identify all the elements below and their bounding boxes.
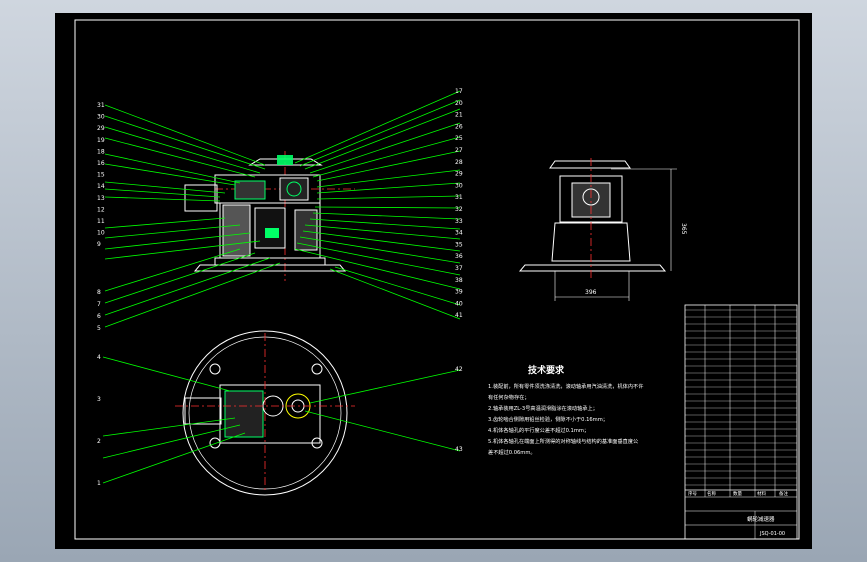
title-block-header: 名称 [707, 490, 716, 497]
part-balloon: 6 [97, 313, 101, 320]
part-balloon: 16 [97, 160, 105, 167]
tech-req-line-3: 2.轴承装用ZL-3号高温润滑脂涂在滚动轴承上； [488, 404, 598, 412]
part-balloon: 10 [97, 230, 105, 237]
part-balloon: 34 [455, 230, 463, 237]
drawing-name: 蜗轮减速器 [747, 515, 775, 523]
tech-req-line-4: 3.齿轮啮合侧隙用铅丝检验，侧隙不小于0.16mm； [488, 415, 608, 423]
leaders-plan [102, 356, 461, 484]
part-balloon: 17 [455, 88, 463, 95]
tech-req-line-5: 4.机体各轴孔的平行度公差不超过0.1mm； [488, 426, 589, 434]
drawing-number: JSQ-01-00 [759, 531, 785, 537]
part-balloon: 14 [97, 183, 105, 190]
part-balloon: 20 [455, 100, 463, 107]
part-balloon: 42 [455, 366, 463, 373]
part-balloon: 30 [455, 182, 463, 189]
part-balloon: 31 [455, 194, 463, 201]
part-balloon: 31 [97, 102, 105, 109]
title-block [684, 304, 798, 540]
tech-requirements-title: 技术要求 [528, 364, 565, 376]
part-balloon: 39 [455, 289, 463, 296]
plan-view [175, 330, 355, 496]
drawing-sheet: 技术要求 1.装配前，所有零件须洗涤清洗，滚动轴承用汽油清洗，机体内不许 有任何… [55, 13, 812, 549]
part-balloon: 29 [97, 125, 105, 132]
part-balloon: 11 [97, 218, 105, 225]
part-balloon: 41 [455, 312, 463, 319]
title-block-header: 备注 [779, 490, 788, 497]
part-balloon: 43 [455, 446, 463, 453]
part-balloon: 15 [97, 172, 105, 179]
part-balloon: 7 [97, 301, 101, 308]
part-balloon: 30 [97, 114, 105, 121]
part-balloon: 27 [455, 147, 463, 154]
part-balloon: 18 [97, 148, 105, 155]
dimension-height: 365 [680, 223, 687, 235]
part-balloon: 4 [97, 354, 101, 361]
part-balloon: 21 [455, 112, 463, 119]
title-block-headers: 序号 名称 数量 材料 备注 [688, 490, 788, 497]
part-balloon: 32 [455, 206, 463, 213]
part-balloon: 38 [455, 277, 463, 284]
part-balloon: 12 [97, 206, 105, 213]
part-balloon: 33 [455, 218, 463, 225]
part-balloon: 19 [97, 137, 105, 144]
title-block-header: 序号 [688, 490, 697, 497]
tech-req-line-2: 有任何杂物存在； [488, 393, 530, 401]
leaders-left [104, 104, 281, 328]
part-balloon: 13 [97, 195, 105, 202]
part-balloons: 3130291918161514131211109876517202126252… [97, 88, 463, 487]
part-balloon: 26 [455, 123, 463, 130]
tech-req-line-6: 5.机体各轴孔在端面上所测得的对称轴线与结构的基准面垂直度公 [488, 437, 638, 445]
part-balloon: 28 [455, 159, 463, 166]
part-balloon: 37 [455, 265, 463, 272]
part-balloon: 29 [455, 171, 463, 178]
title-block-header: 数量 [733, 490, 742, 497]
part-balloon: 36 [455, 253, 463, 260]
tech-req-line-7: 差不超过0.06mm。 [488, 448, 536, 456]
front-section-view [184, 151, 355, 281]
part-balloon: 35 [455, 241, 463, 248]
part-balloon: 9 [97, 241, 101, 248]
side-view [518, 158, 677, 301]
leaders-right [294, 90, 461, 320]
part-balloon: 2 [97, 438, 101, 445]
tech-req-line-1: 1.装配前，所有零件须洗涤清洗，滚动轴承用汽油清洗，机体内不许 [488, 382, 643, 390]
drawing-canvas: 技术要求 1.装配前，所有零件须洗涤清洗，滚动轴承用汽油清洗，机体内不许 有任何… [74, 19, 800, 540]
drawing-frame [74, 19, 800, 540]
part-balloon: 5 [97, 325, 101, 332]
part-balloon: 8 [97, 289, 101, 296]
part-balloon: 1 [97, 480, 101, 487]
part-balloon: 40 [455, 300, 463, 307]
part-balloon: 3 [97, 396, 101, 403]
dimension-width: 396 [585, 289, 597, 296]
title-block-header: 材料 [757, 490, 766, 497]
part-balloon: 25 [455, 135, 463, 142]
